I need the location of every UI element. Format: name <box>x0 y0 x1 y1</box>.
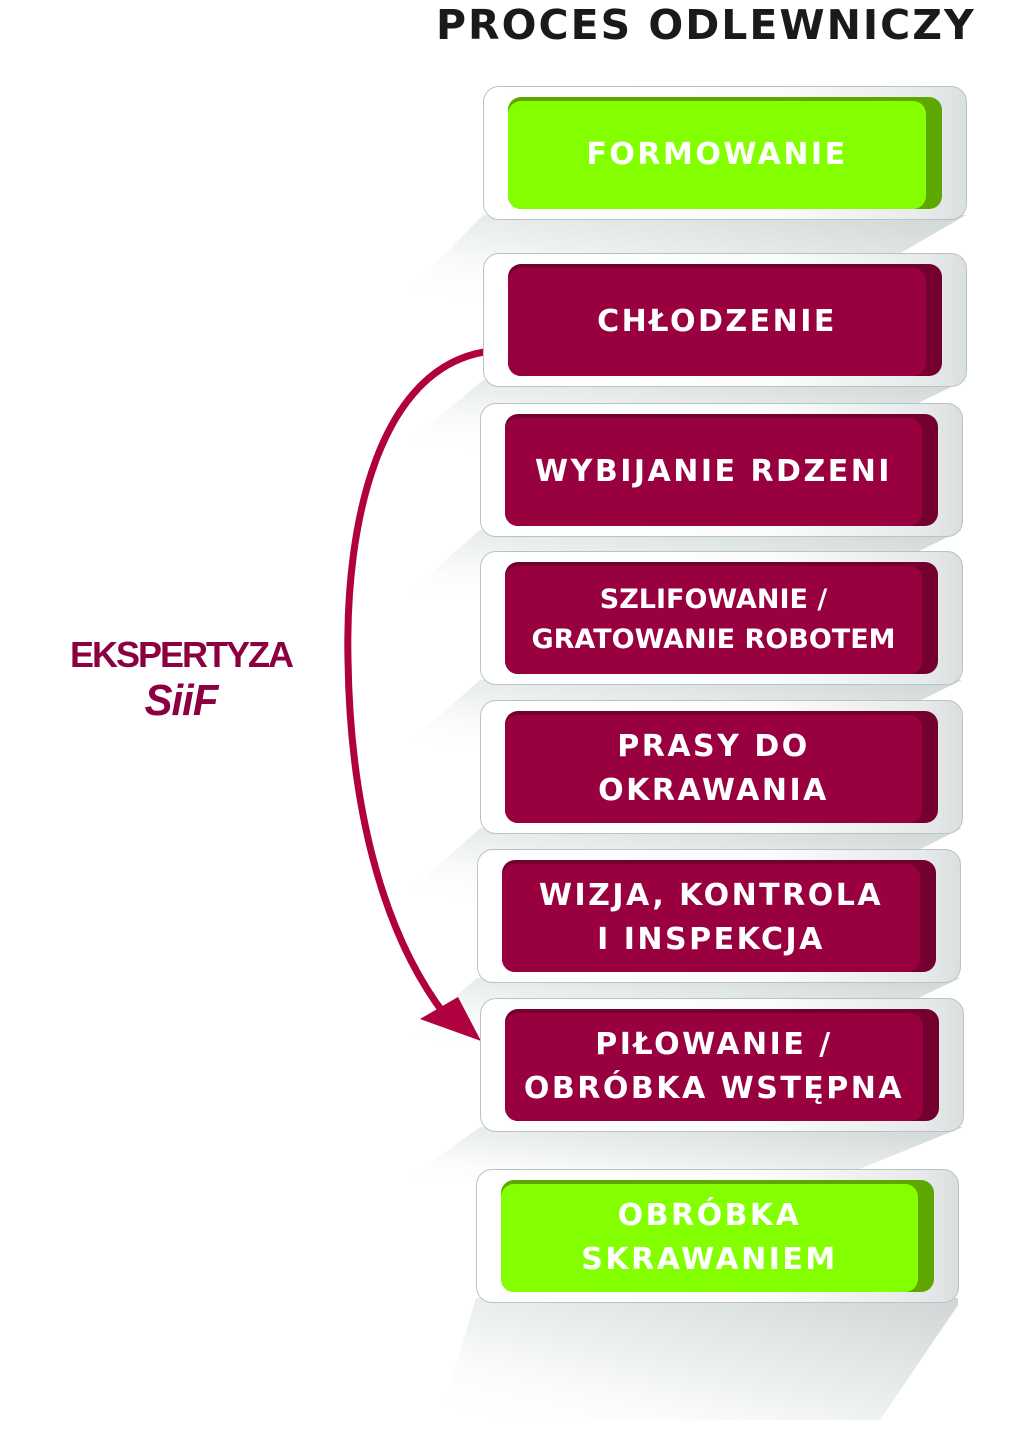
step-chlodzenie[interactable]: CHŁODZENIE <box>483 253 967 387</box>
step-szlifowanie-gratowanie[interactable]: SZLIFOWANIE / GRATOWANIE ROBOTEM <box>480 551 963 685</box>
step-wybijanie-rdzeni[interactable]: WYBIJANIE RDZENI <box>480 403 963 537</box>
step-label: WYBIJANIE RDZENI <box>535 454 892 489</box>
step-label: PIŁOWANIE / OBRÓBKA WSTĘPNA <box>523 1027 905 1106</box>
step-wizja-kontrola-inspekcja[interactable]: WIZJA, KONTROLA I INSPEKCJA <box>477 849 961 983</box>
step-pilowanie-obrobka-wstepna[interactable]: PIŁOWANIE / OBRÓBKA WSTĘPNA <box>480 998 964 1132</box>
brand-ekspertyza: EKSPERTYZA <box>69 634 294 675</box>
step-label: FORMOWANIE <box>586 137 848 172</box>
step-label: PRASY DO OKRAWANIA <box>598 729 829 808</box>
step-label: OBRÓBKA SKRAWANIEM <box>581 1198 838 1277</box>
brand-logo: EKSPERTYZA SiiF <box>36 633 326 725</box>
step-label: CHŁODZENIE <box>597 304 837 339</box>
page-title: PROCES ODLEWNICZY <box>436 1 976 49</box>
step-formowanie[interactable]: FORMOWANIE <box>483 86 967 220</box>
step-prasy-do-okrawania[interactable]: PRASY DO OKRAWANIA <box>480 700 963 834</box>
step-label: SZLIFOWANIE / GRATOWANIE ROBOTEM <box>531 584 896 655</box>
step-obrobka-skrawaniem[interactable]: OBRÓBKA SKRAWANIEM <box>476 1169 959 1303</box>
step-label: WIZJA, KONTROLA I INSPEKCJA <box>538 878 884 957</box>
brand-siif: SiiF <box>144 676 219 725</box>
